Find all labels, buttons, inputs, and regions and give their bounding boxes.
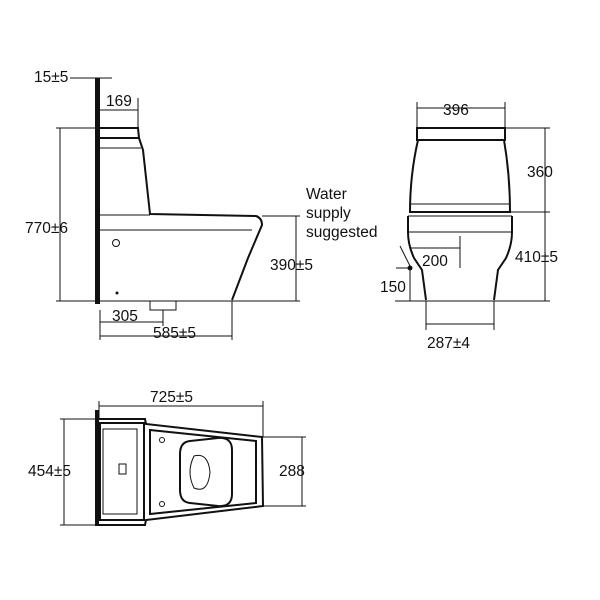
water-supply-note-line-2: supply [306, 205, 351, 222]
dim-bowl-width: 288 [279, 463, 305, 480]
flush-button [118, 463, 127, 475]
dim-seat-height: 390±5 [270, 257, 313, 274]
dim-top-width: 454±5 [28, 463, 71, 480]
dim-overall-length: 585±5 [153, 325, 196, 342]
dim-top-length: 725±5 [150, 389, 193, 406]
top-outline [99, 418, 265, 526]
front-tank-body [408, 139, 512, 213]
hinge-left [159, 437, 165, 443]
dim-wall-thickness: 15±5 [34, 69, 68, 86]
water-supply-note-line-1: Water [306, 186, 347, 203]
outlet-stub [149, 301, 177, 311]
top-tank-inner [102, 428, 138, 515]
top-view: 725±5 454±5 288 [28, 389, 306, 526]
wall [95, 78, 100, 304]
dim-tank-depth: 169 [106, 93, 132, 110]
supply-leader [399, 245, 411, 267]
dim-tank-height: 360 [527, 164, 553, 181]
side-profile [100, 137, 264, 301]
fixing-dot [115, 291, 119, 295]
front-tank-lid [416, 127, 506, 141]
dim-supply-height: 150 [380, 279, 406, 296]
side-view: 15±5 169 770±6 390±5 305 585±5 [25, 69, 313, 342]
top-bowl-rim [149, 428, 257, 516]
front-view: Water supply suggested 396 360 410±5 200… [306, 102, 558, 352]
dim-tank-width: 396 [443, 102, 469, 119]
dim-overall-height: 770±6 [25, 220, 68, 237]
tank-lid [100, 127, 141, 139]
top-bowl-inner [189, 454, 211, 490]
water-supply-note-line-3: suggested [306, 224, 378, 241]
top-bowl-opening [179, 436, 233, 508]
dim-base-width: 287±4 [427, 335, 470, 352]
fixing-hole [112, 239, 120, 247]
dim-bowl-height: 410±5 [515, 249, 558, 266]
dim-outlet-distance: 305 [112, 308, 138, 325]
dim-supply-offset: 200 [422, 253, 448, 270]
top-tank [99, 422, 145, 521]
hinge-right [159, 501, 165, 507]
top-wall [95, 410, 99, 526]
front-bowl [407, 216, 513, 301]
